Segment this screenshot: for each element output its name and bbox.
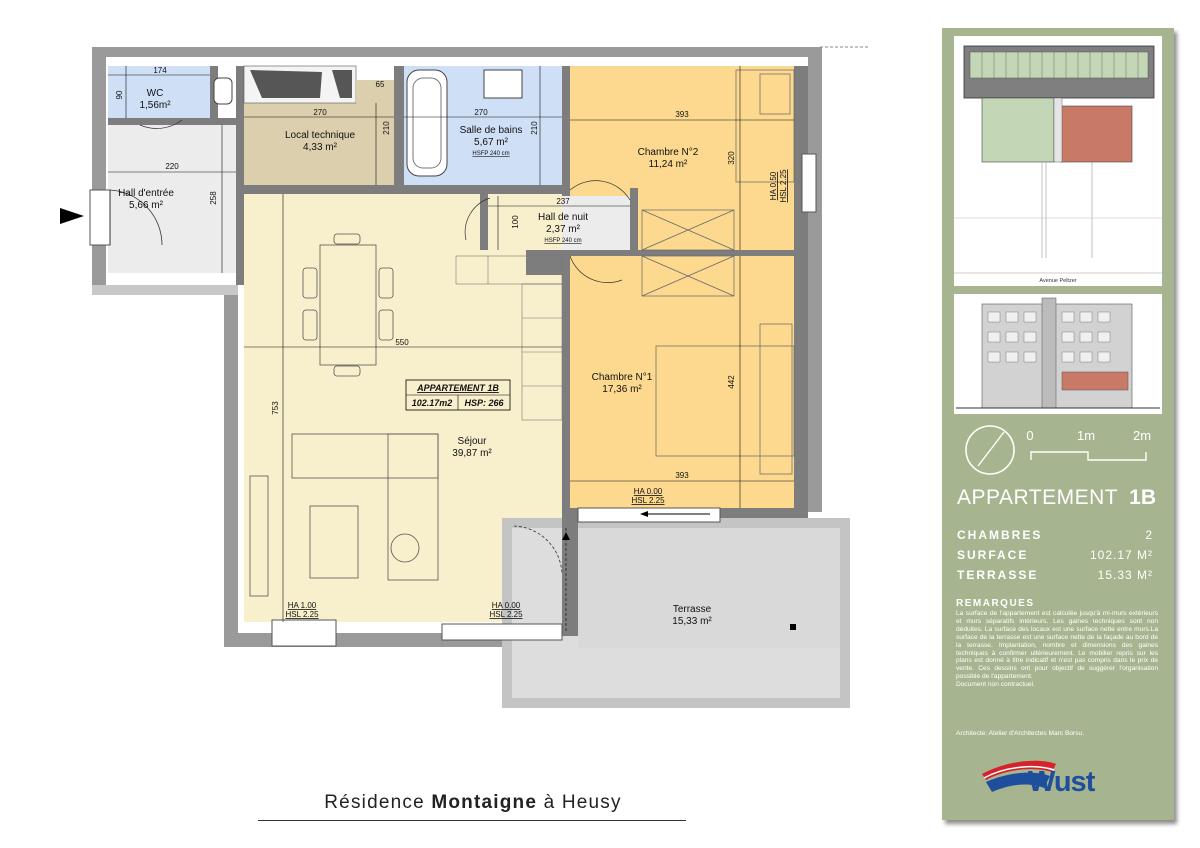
label-wc: WC xyxy=(147,88,164,99)
dim-ch2-h: 320 xyxy=(727,151,736,165)
architect-credit: Architecte: Atelier d'Architectes Marc B… xyxy=(956,730,1085,737)
label-ch1: Chambre N°1 xyxy=(592,372,653,383)
label-nuit: Hall de nuit xyxy=(538,212,588,223)
entrance-door-frame xyxy=(89,189,111,246)
hsl-ch1: HSL 2.25 xyxy=(631,496,665,505)
dim-local-h: 210 xyxy=(382,121,391,135)
wardrobe-chambre-1 xyxy=(641,255,735,297)
wust-logo-text: Wust xyxy=(1028,766,1095,798)
ha-ch2: HA 0.50 xyxy=(769,171,778,200)
wust-logo-icon xyxy=(982,760,1056,792)
label-terrasse: Terrasse xyxy=(673,604,712,615)
room-wc xyxy=(108,66,210,118)
hsl-ch2: HSL 2.25 xyxy=(779,169,788,203)
ha-sejour-right: HA 0.00 xyxy=(492,601,521,610)
label-ch2: Chambre N°2 xyxy=(638,147,699,158)
scale-zero: 0 xyxy=(1026,428,1033,443)
area-nuit: 2,37 m² xyxy=(546,224,581,235)
dim-hall-h: 258 xyxy=(209,191,218,205)
area-wc: 1,56m² xyxy=(139,100,171,111)
area-sejour: 39,87 m² xyxy=(452,448,492,459)
panel-graphics: Avenue Peltzer 0 1m 2m xyxy=(954,36,1162,475)
dim-ch1-h: 442 xyxy=(727,375,736,389)
dim-niche: 65 xyxy=(376,80,385,89)
dim-wc-w: 174 xyxy=(153,66,167,75)
west-wall-lower xyxy=(224,285,238,645)
room-hall-entree xyxy=(108,125,236,273)
dim-sdb-h: 210 xyxy=(530,121,539,135)
street-label: Avenue Peltzer xyxy=(1039,278,1076,284)
wardrobe-chambre-2 xyxy=(641,209,735,251)
apartment-box-hsp: HSP: 266 xyxy=(464,398,504,408)
remarks-title: REMARQUES xyxy=(956,598,1035,609)
apartment-box-title: APPARTEMENT 1B xyxy=(416,383,499,393)
dim-nuit-h: 100 xyxy=(511,215,520,229)
scale-one: 1m xyxy=(1077,428,1095,443)
label-hall: Hall d'entrée xyxy=(118,188,174,199)
dining-table-icon xyxy=(302,233,394,377)
dim-local-w: 270 xyxy=(313,108,327,117)
label-local: Local technique xyxy=(285,130,355,141)
dim-wc-h: 90 xyxy=(115,90,124,99)
label-sejour: Séjour xyxy=(458,436,488,447)
ha-sejour-left: HA 1.00 xyxy=(288,601,317,610)
area-hall: 5,66 m² xyxy=(129,200,164,211)
dim-sejour-h: 753 xyxy=(271,401,280,415)
label-sdb: Salle de bains xyxy=(460,125,523,136)
compass-icon xyxy=(965,425,1015,475)
title-underline xyxy=(258,820,686,821)
bed-chambre-2-icon xyxy=(735,69,795,183)
area-terrasse: 15,33 m² xyxy=(672,616,712,627)
room-chambre-1 xyxy=(570,256,794,508)
entry-ledge xyxy=(92,285,238,295)
info-panel: Avenue Peltzer 0 1m 2m APPARTEMENT 1B CH… xyxy=(942,28,1174,820)
hsl-sejour-left: HSL 2.25 xyxy=(285,610,319,619)
highlighted-apartment xyxy=(1059,105,1133,163)
sofa-icon xyxy=(249,433,439,597)
ha-ch1: HA 0.00 xyxy=(634,487,663,496)
scale-two: 2m xyxy=(1133,428,1151,443)
room-local-technique xyxy=(244,103,394,185)
area-ch2: 11,24 m² xyxy=(649,159,688,170)
west-wall xyxy=(92,57,106,287)
dim-ch2-w: 393 xyxy=(675,110,689,119)
floor-plan: WC 1,56m² Local technique 4,33 m² Salle … xyxy=(60,46,870,708)
north-wall xyxy=(92,47,822,57)
dim-sejour-w: 550 xyxy=(395,338,409,347)
hsl-sejour-right: HSL 2.25 xyxy=(489,610,523,619)
dim-hall-w: 220 xyxy=(165,162,179,171)
dim-nuit-w: 237 xyxy=(556,197,570,206)
window-sejour-right xyxy=(441,623,563,641)
area-ch1: 17,36 m² xyxy=(602,384,642,395)
bed-chambre-1-icon xyxy=(655,345,795,457)
sink-icon xyxy=(483,69,523,99)
kitchen-counter xyxy=(455,255,563,421)
dim-sdb-w: 270 xyxy=(474,108,488,117)
area-local: 4,33 m² xyxy=(303,142,338,153)
note-nuit: HSFP 240 cm xyxy=(544,238,581,244)
apartment-box-area: 102.17m2 xyxy=(412,398,453,408)
residence-title: Résidence Montaigne à Heusy xyxy=(324,792,622,813)
panel-heading: APPARTEMENT xyxy=(957,486,1119,509)
window-chambre-1 xyxy=(577,507,721,523)
entrance-arrow-icon xyxy=(60,208,84,224)
toilet-icon xyxy=(213,77,233,105)
panel-apartment-code: 1B xyxy=(1129,486,1156,509)
window-sejour-left xyxy=(271,619,337,647)
east-wall xyxy=(808,57,822,512)
note-sdb: HSFP 240 cm xyxy=(472,151,509,157)
window-chambre-2 xyxy=(801,153,817,213)
area-sdb: 5,67 m² xyxy=(474,137,509,148)
remarks-text: La surface de l'appartement est calculée… xyxy=(956,610,1158,689)
dim-ch1-w-bottom: 393 xyxy=(675,471,689,480)
scale-bar xyxy=(1030,451,1147,461)
highlighted-floor xyxy=(1061,371,1129,391)
